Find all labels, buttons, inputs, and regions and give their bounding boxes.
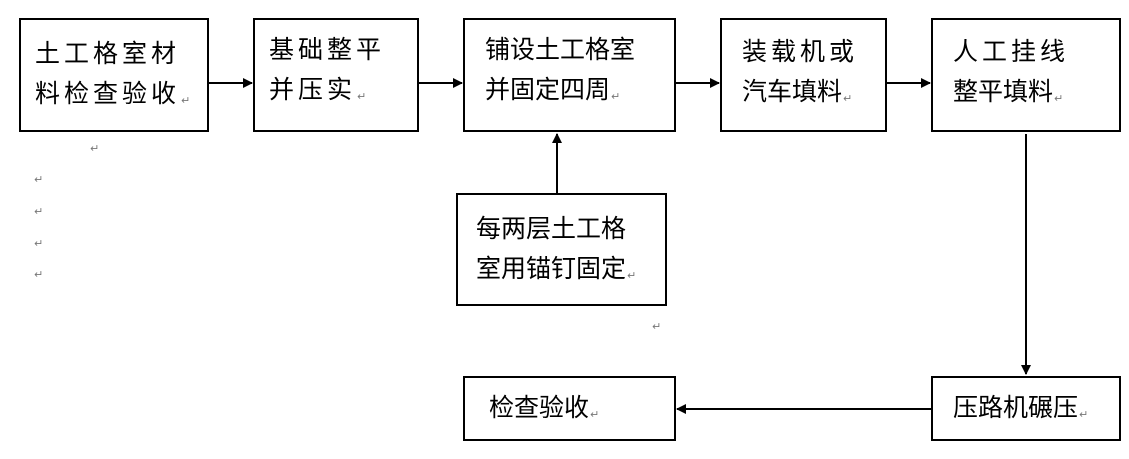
node-line: 每两层土工格 bbox=[476, 214, 627, 243]
node-line: 室用锚钉固定 bbox=[476, 254, 627, 283]
paragraph-mark: ↵ bbox=[843, 92, 853, 105]
node-line: 整平填料 bbox=[953, 77, 1054, 106]
node-foundation-leveling: 基础整平 并压实↵ bbox=[253, 18, 419, 132]
node-final-inspection: 检查验收↵ bbox=[463, 376, 676, 441]
paragraph-mark: ↵ bbox=[590, 408, 600, 421]
node-line: 土工格室材 bbox=[35, 39, 181, 68]
paragraph-mark: ↵ bbox=[181, 94, 195, 107]
node-material-inspection: 土工格室材 料检查验收↵ bbox=[19, 18, 209, 132]
paragraph-mark: ↵ bbox=[34, 205, 44, 218]
paragraph-mark: ↵ bbox=[1079, 408, 1089, 421]
node-line: 装载机或 bbox=[742, 37, 859, 66]
node-line: 压路机碾压 bbox=[953, 393, 1079, 422]
node-anchor-nails: 每两层土工格 室用锚钉固定↵ bbox=[456, 193, 667, 306]
paragraph-mark: ↵ bbox=[34, 237, 44, 250]
paragraph-mark: ↵ bbox=[652, 320, 662, 333]
paragraph-mark: ↵ bbox=[34, 268, 44, 281]
node-line: 人工挂线 bbox=[953, 37, 1070, 66]
paragraph-mark: ↵ bbox=[34, 173, 44, 186]
paragraph-mark: ↵ bbox=[611, 90, 621, 103]
node-line: 汽车填料 bbox=[742, 77, 843, 106]
node-line: 料检查验收 bbox=[35, 79, 181, 108]
node-loader-fill: 装载机或 汽车填料↵ bbox=[720, 18, 887, 132]
node-line: 铺设土工格室 bbox=[485, 35, 636, 64]
node-line: 并压实 bbox=[269, 75, 357, 104]
node-line: 检查验收 bbox=[489, 393, 590, 422]
paragraph-mark: ↵ bbox=[627, 269, 637, 282]
paragraph-mark: ↵ bbox=[1054, 92, 1064, 105]
node-line: 基础整平 bbox=[269, 35, 386, 64]
node-manual-leveling: 人工挂线 整平填料↵ bbox=[931, 18, 1121, 132]
node-line: 并固定四周 bbox=[485, 75, 611, 104]
paragraph-mark: ↵ bbox=[357, 90, 371, 103]
paragraph-mark: ↵ bbox=[90, 142, 100, 155]
node-roller-compaction: 压路机碾压↵ bbox=[931, 376, 1121, 441]
node-lay-geocell: 铺设土工格室 并固定四周↵ bbox=[463, 18, 676, 132]
